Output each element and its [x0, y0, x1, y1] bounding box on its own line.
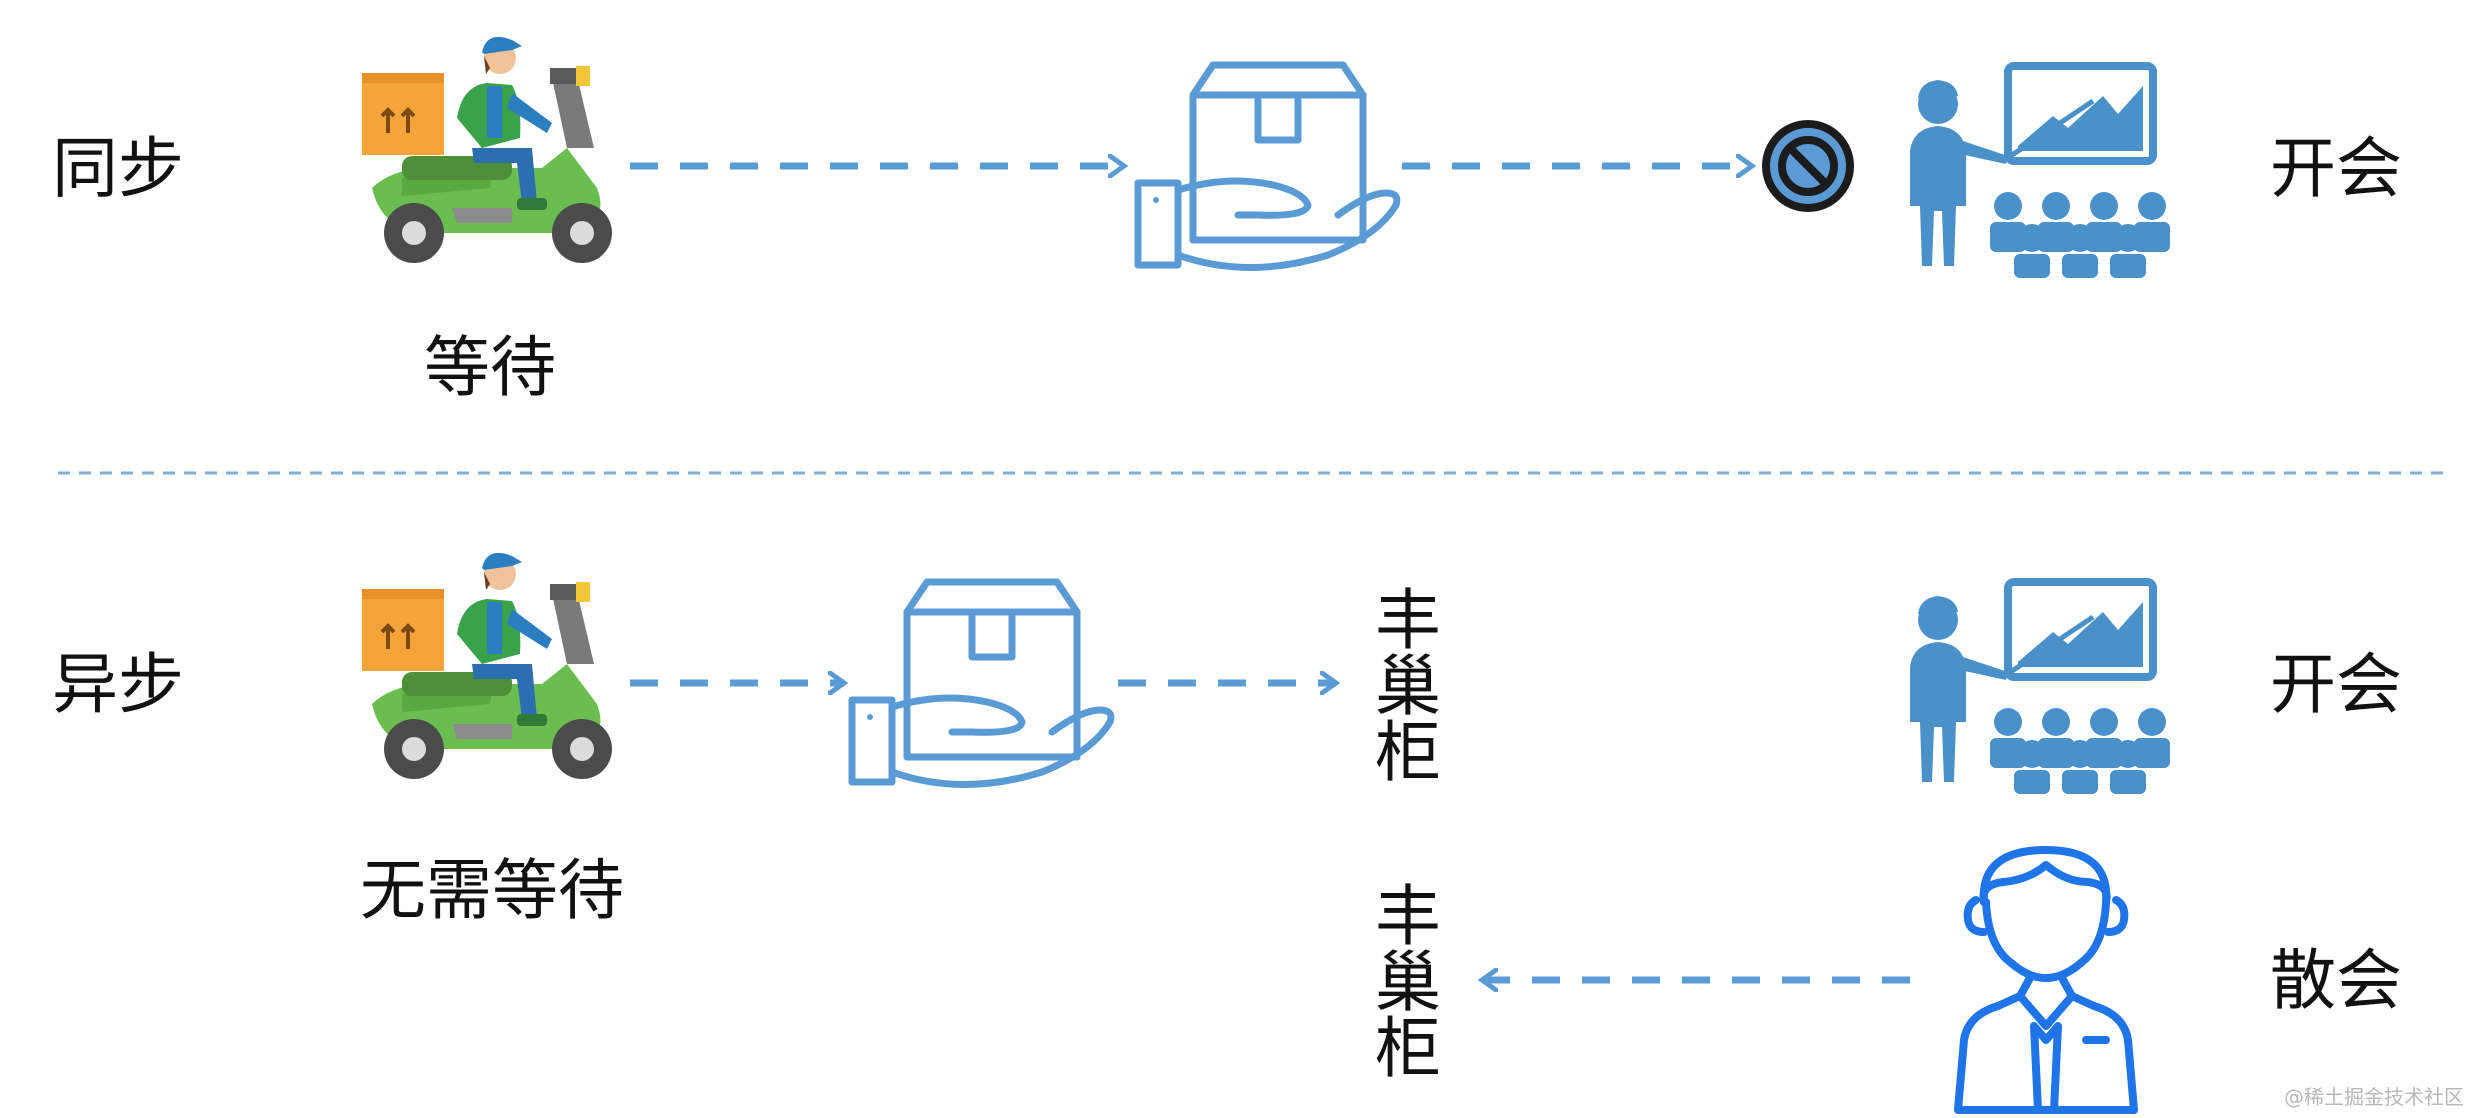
- async-target-label: 开会: [2270, 646, 2402, 723]
- hand-package-icon: [1138, 65, 1397, 268]
- locker-char: 柜: [1375, 714, 1441, 791]
- scooter-courier-icon: [360, 34, 614, 265]
- sync-courier-caption: 等待: [424, 329, 556, 406]
- async-leave-label: 散会: [2270, 942, 2402, 1019]
- locker-char: 丰: [1375, 878, 1441, 955]
- watermark: @稀土掘金技术社区: [2284, 1085, 2464, 1109]
- presenter-meeting-icon: [1910, 66, 2170, 278]
- forbidden-icon: [1762, 120, 1854, 212]
- locker-char: 丰: [1375, 582, 1441, 659]
- locker-char: 巢: [1375, 648, 1441, 725]
- async-courier-caption: 无需等待: [360, 852, 624, 929]
- scooter-courier-icon: [360, 550, 614, 781]
- locker-label-bottom: 丰 巢 柜: [1373, 884, 1443, 1082]
- sync-row-label: 同步: [52, 130, 184, 207]
- locker-char: 巢: [1375, 944, 1441, 1021]
- presenter-meeting-icon: [1910, 582, 2170, 794]
- sync-target-label: 开会: [2270, 130, 2402, 207]
- person-icon: [1954, 846, 2138, 1114]
- async-row-label: 异步: [52, 646, 184, 723]
- locker-label-top: 丰 巢 柜: [1373, 588, 1443, 786]
- locker-char: 柜: [1375, 1010, 1441, 1087]
- hand-package-icon: [852, 582, 1111, 785]
